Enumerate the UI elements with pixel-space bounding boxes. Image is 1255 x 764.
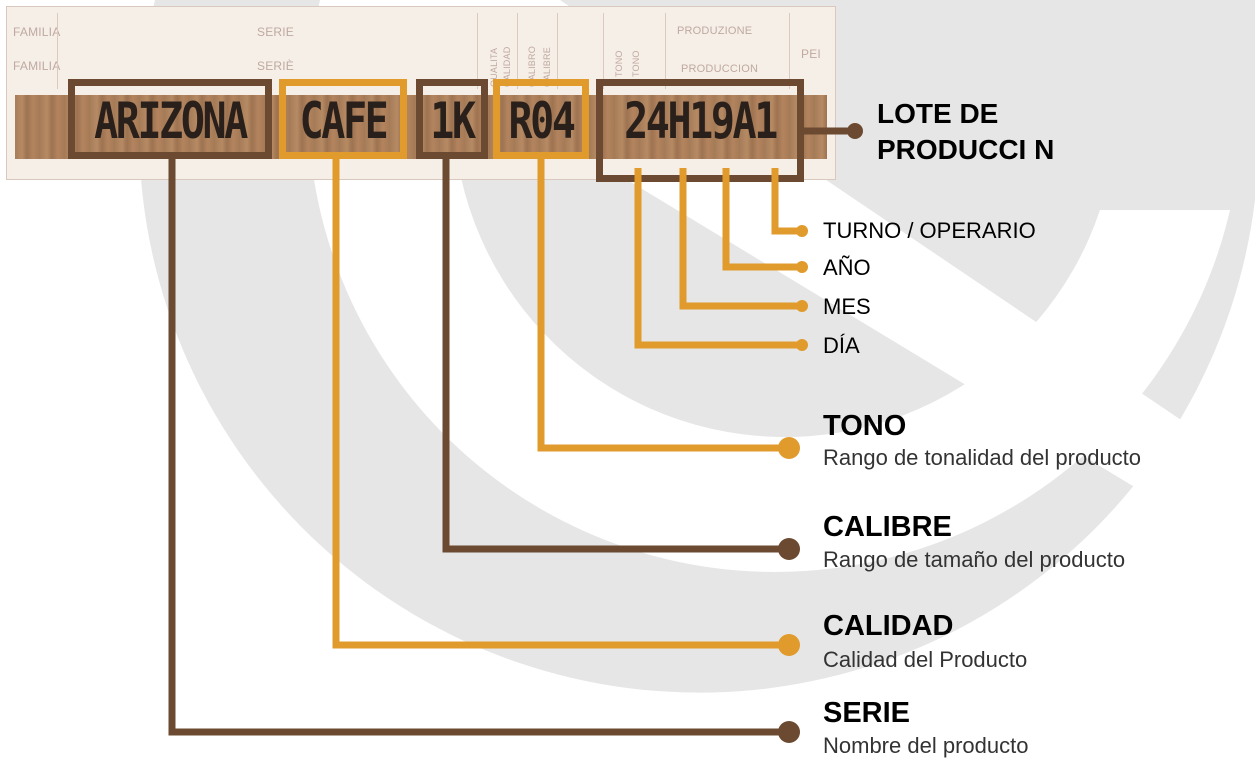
box-lote [596, 79, 804, 182]
code-lote: 24H19A1 [624, 92, 778, 150]
connector-mes [679, 168, 800, 310]
box-calibre [416, 79, 488, 159]
box-serie [68, 79, 272, 159]
dot-calidad [778, 634, 800, 656]
dot-turno [796, 225, 808, 237]
connector-serie [168, 159, 785, 736]
dot-serie [778, 721, 800, 743]
header-pei: PEI [801, 47, 821, 61]
label-turno: TURNO / OPERARIO [823, 218, 1036, 243]
legend-calidad-title: CALIDAD [823, 610, 954, 642]
code-serie: ARIZONA [94, 92, 248, 150]
connector-calidad [332, 159, 785, 649]
lote-title: LOTE DE PRODUCCI N [877, 96, 1137, 168]
connector-dia [634, 168, 800, 349]
code-calidad: CAFE [299, 92, 389, 150]
dot-tono [778, 437, 800, 459]
legend-tono-desc: Rango de tonalidad del producto [823, 445, 1142, 470]
dot-calibre [778, 538, 800, 560]
legend-calibre-desc: Rango de tamaño del producto [823, 547, 1126, 572]
legend-calidad-desc: Calidad del Producto [823, 647, 1028, 672]
connector-turno [771, 168, 800, 235]
connector-anio [722, 168, 800, 271]
dot-anio [796, 261, 808, 273]
legend-serie-desc: Nombre del producto [823, 733, 1029, 758]
label-mes: MES [823, 294, 871, 319]
legend-serie-title: SERIE [823, 697, 911, 729]
header-familia: FAMILIA [13, 25, 61, 39]
header-familia-es: FAMILIA [13, 59, 61, 73]
label-dia: DÍA [823, 333, 860, 358]
box-tono [493, 79, 589, 159]
connector-calibre [442, 159, 785, 553]
legend-calibre-title: CALIBRE [823, 511, 952, 543]
box-calidad [279, 79, 407, 159]
code-calibre: 1K [430, 92, 476, 150]
header-serie: SERIE [257, 25, 295, 39]
header-serie-es: SERIÈ [257, 59, 295, 73]
header-produccion: PRODUCCION [681, 63, 759, 75]
header-produzione: PRODUZIONE [677, 25, 753, 37]
dot-lote [847, 123, 863, 139]
code-tono: R04 [508, 92, 575, 150]
legend-tono-title: TONO [823, 410, 907, 442]
lote-title-line1: LOTE DE [877, 98, 999, 129]
connector-tono [537, 159, 785, 452]
label-anio: AÑO [823, 255, 871, 280]
lote-title-line2: PRODUCCI N [877, 134, 1055, 165]
dot-dia [796, 339, 808, 351]
dot-mes [796, 300, 808, 312]
